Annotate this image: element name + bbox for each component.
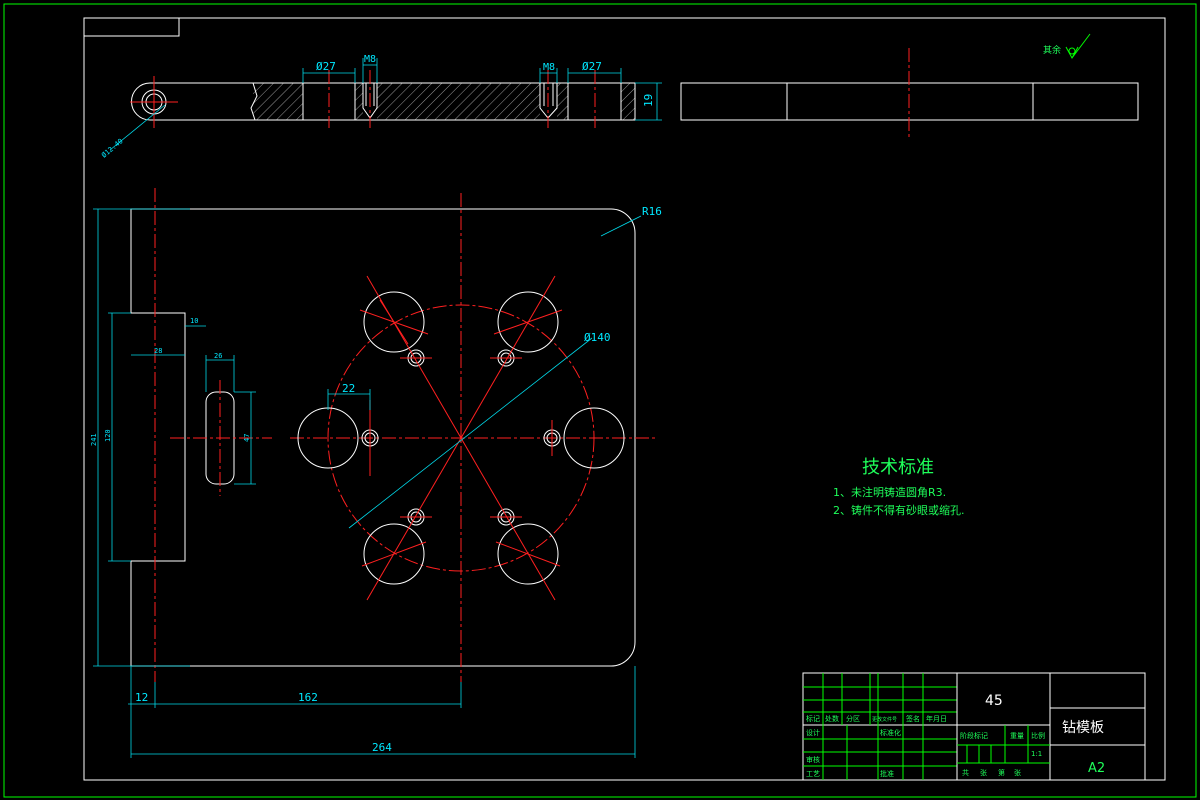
- break-line: [250, 82, 258, 121]
- notes-item-1: 1、未注明铸造圆角R3.: [833, 485, 946, 499]
- tb-row-label-0: 标记: [806, 714, 820, 723]
- radial-tick: [359, 309, 429, 335]
- dim-width-total: 264: [372, 741, 392, 754]
- surface-mark-text: 其余: [1043, 44, 1061, 56]
- tb-sheet-label-1: 张: [980, 768, 987, 777]
- dim-slot-gap: 10: [190, 317, 198, 325]
- tb-col-label-0: 设计: [806, 728, 820, 737]
- radial-tick: [495, 541, 561, 567]
- tb-sheet-label-0: 共: [962, 768, 969, 777]
- radial-line: [366, 275, 556, 601]
- tb-row-label-3: 更改文件号: [872, 716, 897, 723]
- surface-roughness-icon: [1065, 33, 1091, 60]
- radial-lines: [359, 275, 563, 601]
- tb-col-label-3: 工艺: [806, 770, 820, 778]
- section-view: Ø27 M8 M8 Ø27 19 Ø12.40: [100, 54, 662, 160]
- hatch-b: [377, 83, 540, 120]
- tb-sheet-label-3: 张: [1014, 768, 1021, 777]
- title-block: 45 钻模板 A2 1:1 标记 处数 分区 更改文件号 签名 年月日 设计 标…: [802, 672, 1146, 781]
- hatch-a: [253, 83, 303, 120]
- dim-offset-left: 12: [135, 691, 148, 704]
- dim-top-hole-right: Ø27: [582, 60, 602, 73]
- dim-slot2-width: 26: [214, 352, 222, 360]
- tb-scale: 1:1: [1031, 750, 1042, 758]
- tb-sheet-size: A2: [1088, 761, 1105, 776]
- corner-code-box: [83, 17, 180, 37]
- dim-slot-width: 28: [154, 347, 162, 355]
- dim-thickness: 19: [642, 94, 655, 107]
- tb-stage-label-0: 阶段标记: [960, 731, 988, 740]
- hatch-d: [355, 83, 363, 120]
- title-block-frame: [802, 672, 1146, 781]
- tb-row-label-2: 分区: [846, 714, 860, 723]
- dim-radius: R16: [642, 205, 662, 218]
- side-view: [680, 48, 1139, 138]
- technical-notes: 技术标准 1、未注明铸造圆角R3. 2、铸件不得有砂眼或缩孔.: [833, 457, 965, 517]
- dim-slot2-height: 47: [243, 434, 251, 442]
- tb-col-label-1: 标准化: [880, 728, 901, 737]
- tb-material: 45: [985, 693, 1003, 709]
- section-outline: [150, 82, 636, 121]
- dim-width-center: 162: [298, 691, 318, 704]
- plate-outline: [130, 208, 636, 667]
- front-view: Ø140 22 R16 241 120 28 10 26 47: [90, 188, 662, 758]
- tb-row-label-4: 签名: [906, 714, 920, 723]
- dim-hole: 22: [342, 382, 355, 395]
- tb-stage-label-2: 比例: [1031, 731, 1045, 740]
- large-hole: [497, 523, 559, 585]
- radial-tick: [493, 309, 563, 335]
- radial-tick: [361, 541, 427, 567]
- tb-stage-label-1: 重量: [1010, 732, 1024, 740]
- tb-part-name: 钻模板: [1062, 720, 1104, 736]
- dim-circle: Ø140: [584, 331, 611, 344]
- dim-height-total: 241: [90, 433, 98, 446]
- dim-pin-hole: Ø12.40: [100, 137, 125, 159]
- inner-border: [83, 17, 1166, 781]
- dim-thread-right: M8: [543, 62, 555, 73]
- bolt-circle: [327, 304, 595, 572]
- hatch-c: [621, 83, 635, 120]
- large-hole: [497, 291, 559, 353]
- dim-leader: [600, 215, 642, 237]
- outer-border: [3, 3, 1197, 798]
- tb-col-label-2: 审核: [806, 755, 820, 764]
- dim-top-hole-left: Ø27: [316, 60, 336, 73]
- tb-col-label-4: 批准: [880, 769, 894, 778]
- large-hole: [363, 523, 425, 585]
- dim-leader: [348, 337, 593, 529]
- tb-sheet-label-2: 第: [998, 768, 1005, 777]
- notes-heading: 技术标准: [862, 457, 934, 478]
- dim-thread-left: M8: [364, 54, 376, 65]
- large-hole: [563, 407, 625, 469]
- tb-row-label-5: 年月日: [926, 714, 947, 723]
- notes-item-2: 2、铸件不得有砂眼或缩孔.: [833, 503, 965, 517]
- large-hole: [363, 291, 425, 353]
- hatch-e: [557, 83, 568, 120]
- dim-height-inner: 120: [104, 429, 112, 442]
- surface-roughness-circle: [1068, 47, 1076, 55]
- dim-line: [109, 104, 166, 151]
- tb-row-label-1: 处数: [825, 714, 839, 723]
